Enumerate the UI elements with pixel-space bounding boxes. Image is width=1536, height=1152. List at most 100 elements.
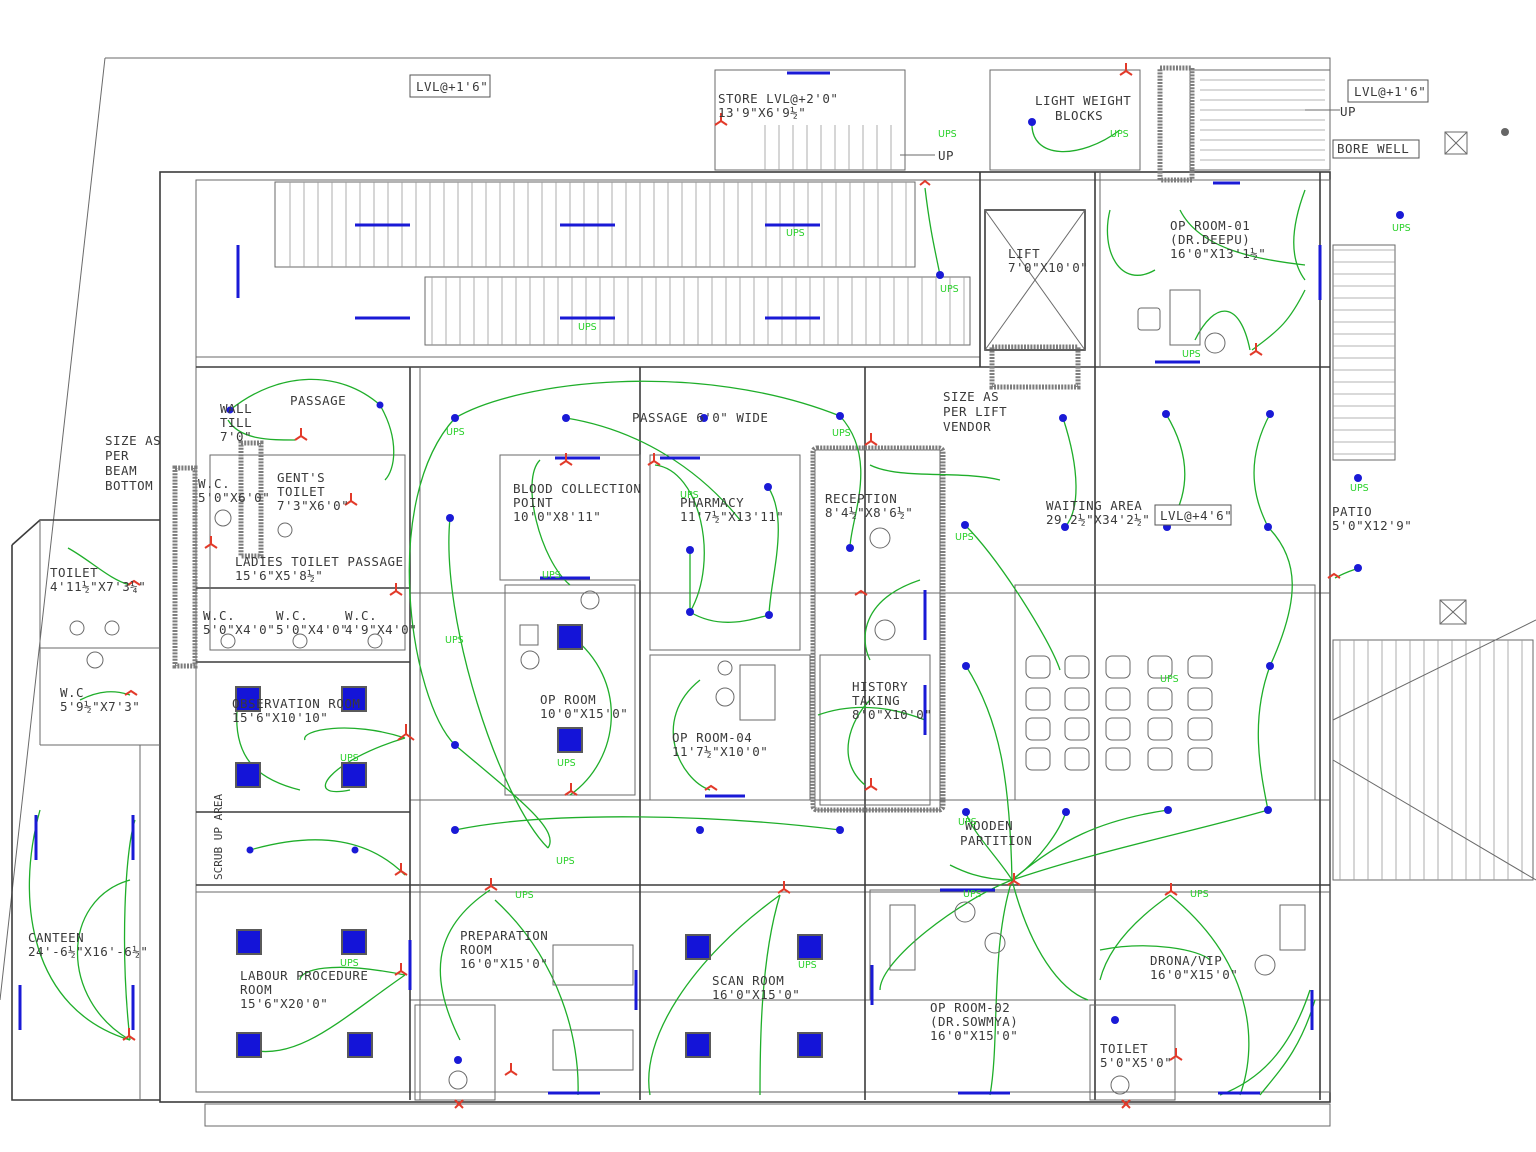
room-lift-name: LIFT: [1008, 246, 1040, 261]
room-wc-2-size: 5'0"X4'0": [203, 622, 275, 637]
room-op-room-name: OP ROOM: [540, 692, 596, 707]
room-labels: STORE LVL@+2'0"13'9"X6'9½" LIFT7'0"X10'0"…: [28, 91, 1412, 1070]
ups-marker: UPS: [938, 129, 957, 140]
room-store-name: STORE LVL@+2'0": [718, 91, 838, 106]
room-wc-1-size: 5'0"X6'0": [198, 490, 270, 505]
ups-marker: UPS: [940, 284, 959, 295]
light-fixtures: [18, 71, 1322, 1095]
waiting-chair: [1147, 717, 1173, 741]
ups-marker: UPS: [578, 322, 597, 333]
wall-till-note-1: WALL: [220, 401, 252, 416]
waiting-chair: [1064, 717, 1090, 741]
waiting-chair: [1025, 717, 1051, 741]
room-blood-collection-sub: POINT: [513, 495, 553, 510]
stair-treads: [289, 79, 1523, 880]
room-scan-name: SCAN ROOM: [712, 973, 784, 988]
ups-marker: UPS: [1350, 483, 1369, 494]
room-wc-4-name: W.C.: [345, 608, 377, 623]
room-wc-2-name: W.C.: [203, 608, 235, 623]
room-waiting-area-name: WAITING AREA: [1046, 498, 1142, 513]
room-scan-size: 16'0"X15'0": [712, 987, 800, 1002]
room-blood-collection-name: BLOOD COLLECTION: [513, 481, 641, 496]
waiting-chair: [1105, 747, 1131, 771]
room-patio-name: PATIO: [1332, 504, 1372, 519]
up-arrow-label-right: UP: [1340, 104, 1356, 119]
waiting-chair: [1147, 747, 1173, 771]
room-wc-5-name: W.C: [60, 685, 84, 700]
waiting-chair: [1187, 747, 1213, 771]
waiting-chair: [1147, 687, 1173, 711]
ups-marker: UPS: [557, 758, 576, 769]
room-op-room-02-size: 16'0"X15'0": [930, 1028, 1018, 1043]
waiting-chair: [1064, 687, 1090, 711]
ups-marker: UPS: [963, 889, 982, 900]
waiting-chair: [1187, 717, 1213, 741]
size-beam-note-4: BOTTOM: [105, 478, 153, 493]
waiting-chair: [1025, 747, 1051, 771]
ups-marker: UPS: [1160, 674, 1179, 685]
room-gents-toilet-name: GENT'S: [277, 470, 325, 485]
room-toilet-right-name: TOILET: [1100, 1041, 1148, 1056]
room-op-room-size: 10'0"X15'0": [540, 706, 628, 721]
ups-marker: UPS: [446, 427, 465, 438]
size-beam-note-1: SIZE AS: [105, 433, 161, 448]
room-wc-5-size: 5'9½"X7'3": [60, 699, 140, 714]
size-beam-note-3: BEAM: [105, 463, 137, 478]
furniture: [69, 109, 1536, 1095]
room-labour-name: LABOUR PROCEDURE: [240, 968, 368, 983]
room-history-taking-sub: TAKING: [852, 693, 900, 708]
ups-marker: UPS: [832, 428, 851, 439]
room-preparation-size: 16'0"X15'0": [460, 956, 548, 971]
room-op-room-01-sub: (DR.DEEPU): [1170, 232, 1250, 247]
passage-wide-label: PASSAGE 6'0" WIDE: [632, 410, 768, 425]
ups-marker: UPS: [786, 228, 805, 239]
room-op-room-02-sub: (DR.SOWMYA): [930, 1014, 1018, 1029]
switchboards: [122, 63, 1341, 1109]
panel-lights: [235, 624, 823, 1058]
waiting-chair: [1147, 655, 1173, 679]
partitions: [172, 65, 1195, 813]
ups-marker: UPS: [340, 753, 359, 764]
room-preparation-name: PREPARATION: [460, 928, 548, 943]
ups-marker: UPS: [445, 635, 464, 646]
point-fixtures: [226, 118, 1404, 1064]
room-passage-name: PASSAGE: [290, 393, 346, 408]
room-ladies-toilet-name: LADIES TOILET PASSAGE: [235, 554, 404, 569]
wooden-partition-note-1: WOODEN: [965, 818, 1013, 833]
annotations: UP UP PASSAGE 6'0" WIDE SIZE AS PER BEAM…: [105, 93, 1356, 880]
ups-marker: UPS: [1190, 889, 1209, 900]
room-observation-name: OBSERVATION ROOM: [232, 696, 360, 711]
room-reception-size: 8'4½"X8'6½": [825, 505, 913, 520]
level-marker-patio: LVL@+4'6": [1160, 508, 1232, 523]
waiting-chair: [1064, 655, 1090, 679]
waiting-chair: [1187, 687, 1213, 711]
room-patio-size: 5'0"X12'9": [1332, 518, 1412, 533]
ups-marker: UPS: [680, 490, 699, 501]
ups-marker: UPS: [515, 890, 534, 901]
ups-marker: UPS: [1110, 129, 1129, 140]
up-arrow-label: UP: [938, 148, 954, 163]
room-labour-sub: ROOM: [240, 982, 272, 997]
ups-marker: UPS: [340, 958, 359, 969]
wiring: [28, 121, 1359, 1096]
room-canteen-size: 24'-6½"X16'-6½": [28, 944, 148, 959]
size-lift-note-1: SIZE AS: [943, 389, 999, 404]
room-observation-size: 15'6"X10'10": [232, 710, 328, 725]
waiting-chair: [1025, 655, 1051, 679]
room-lift-size: 7'0"X10'0": [1008, 260, 1088, 275]
room-toilet-right-size: 5'0"X5'0": [1100, 1055, 1172, 1070]
room-wc-1-name: W.C.: [198, 476, 230, 491]
room-store-size: 13'9"X6'9½": [718, 105, 806, 120]
room-op-room-02-name: OP ROOM-02: [930, 1000, 1010, 1015]
room-gents-toilet-size: 7'3"X6'0": [277, 498, 349, 513]
waiting-chair: [1105, 655, 1131, 679]
level-markers: LVL@+1'6" LVL@+1'6" LVL@+4'6" BORE WELL: [409, 74, 1429, 526]
ups-marker: UPS: [1392, 223, 1411, 234]
room-blood-collection-size: 10'0"X8'11": [513, 509, 601, 524]
wall-till-note-2: TILL: [220, 415, 252, 430]
bore-well-label: BORE WELL: [1337, 141, 1409, 156]
room-toilet-left-name: TOILET: [50, 565, 98, 580]
size-lift-note-2: PER LIFT: [943, 404, 1007, 419]
waiting-chair: [1105, 717, 1131, 741]
room-wc-3-name: W.C.: [276, 608, 308, 623]
